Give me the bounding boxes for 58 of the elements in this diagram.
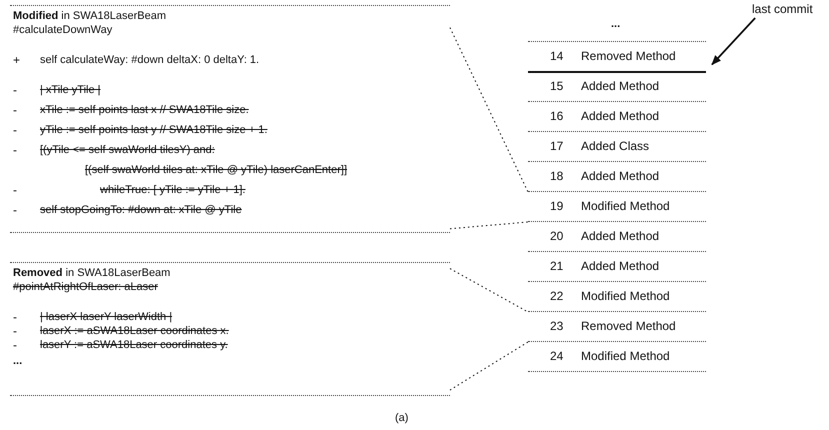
ellipsis: ... (611, 18, 620, 31)
zoom-line (450, 222, 528, 230)
commit-number: 24 (550, 350, 564, 363)
removed-code-line: [(self swaWorld tiles at: xTile @ yTile) laserCanEnter]] (85, 164, 347, 177)
commit-number: 23 (550, 320, 564, 333)
change-type: Removed Method (581, 320, 676, 333)
change-type: Removed Method (581, 50, 676, 63)
arrow (711, 17, 756, 66)
diff-marker: - (13, 84, 17, 97)
commit-number: 14 (550, 50, 564, 63)
zoom-line (450, 268, 528, 312)
diff-marker: - (13, 104, 17, 117)
diff-marker: - (13, 204, 17, 217)
diff-marker: - (13, 124, 17, 137)
change-type: Added Method (581, 170, 660, 183)
removed-code-line: laserX := aSWA18Laser coordinates x. (40, 325, 229, 338)
change-type: Added Method (581, 260, 660, 273)
commit-number: 21 (550, 260, 564, 273)
diff-marker: - (13, 339, 17, 352)
removed-code-line: whileTrue: [ yTile := yTile + 1]. (100, 184, 246, 197)
heading: Modified in SWA18LaserBeam (13, 10, 166, 23)
change-type: Modified Method (581, 290, 670, 303)
change-type: Modified Method (581, 200, 670, 213)
diff-panel (10, 262, 450, 396)
diff-marker: - (13, 184, 17, 197)
diff-marker: + (13, 54, 20, 67)
diff-marker: - (13, 144, 17, 157)
commit-number: 18 (550, 170, 564, 183)
change-type: Added Method (581, 110, 660, 123)
removed-code-line: | laserX laserY laserWidth | (40, 311, 172, 324)
removed-code-line: [(yTile <= self swaWorld tilesY) and: (40, 144, 215, 157)
ellipsis: ... (13, 355, 22, 368)
commit-number: 16 (550, 110, 564, 123)
removed-code-line: #pointAtRightOfLaser: aLaser (13, 281, 158, 294)
diff-marker: - (13, 311, 17, 324)
change-type: Modified Method (581, 350, 670, 363)
change-type: Added Method (581, 80, 660, 93)
heading: Removed in SWA18LaserBeam (13, 267, 170, 280)
commit-number: 17 (550, 140, 564, 153)
removed-code-line: self stopGoingTo: #down at: xTile @ yTile (40, 204, 242, 217)
commit-number: 20 (550, 230, 564, 243)
zoom-line (450, 27, 528, 192)
caption: (a) (395, 412, 408, 425)
commit-number: 22 (550, 290, 564, 303)
diff-marker: - (13, 325, 17, 338)
code-line: self calculateWay: #down deltaX: 0 deltaY: 1. (40, 54, 260, 67)
change-type: Added Class (581, 140, 650, 153)
removed-code-line: laserY := aSWA18Laser coordinates y. (40, 339, 228, 352)
commit-number: 19 (550, 200, 564, 213)
code-line: #calculateDownWay (13, 24, 112, 37)
change-type: Added Method (581, 230, 660, 243)
removed-code-line: xTile := self points last x // SWA18Tile size. (40, 104, 249, 117)
diff-panel (10, 5, 450, 233)
commit-number: 15 (550, 80, 564, 93)
removed-code-line: yTile := self points last y // SWA18Tile size + 1. (40, 124, 268, 137)
annotation-text: last commit (752, 3, 813, 16)
removed-code-line: | xTile yTile | (40, 84, 101, 97)
zoom-line (450, 342, 528, 391)
